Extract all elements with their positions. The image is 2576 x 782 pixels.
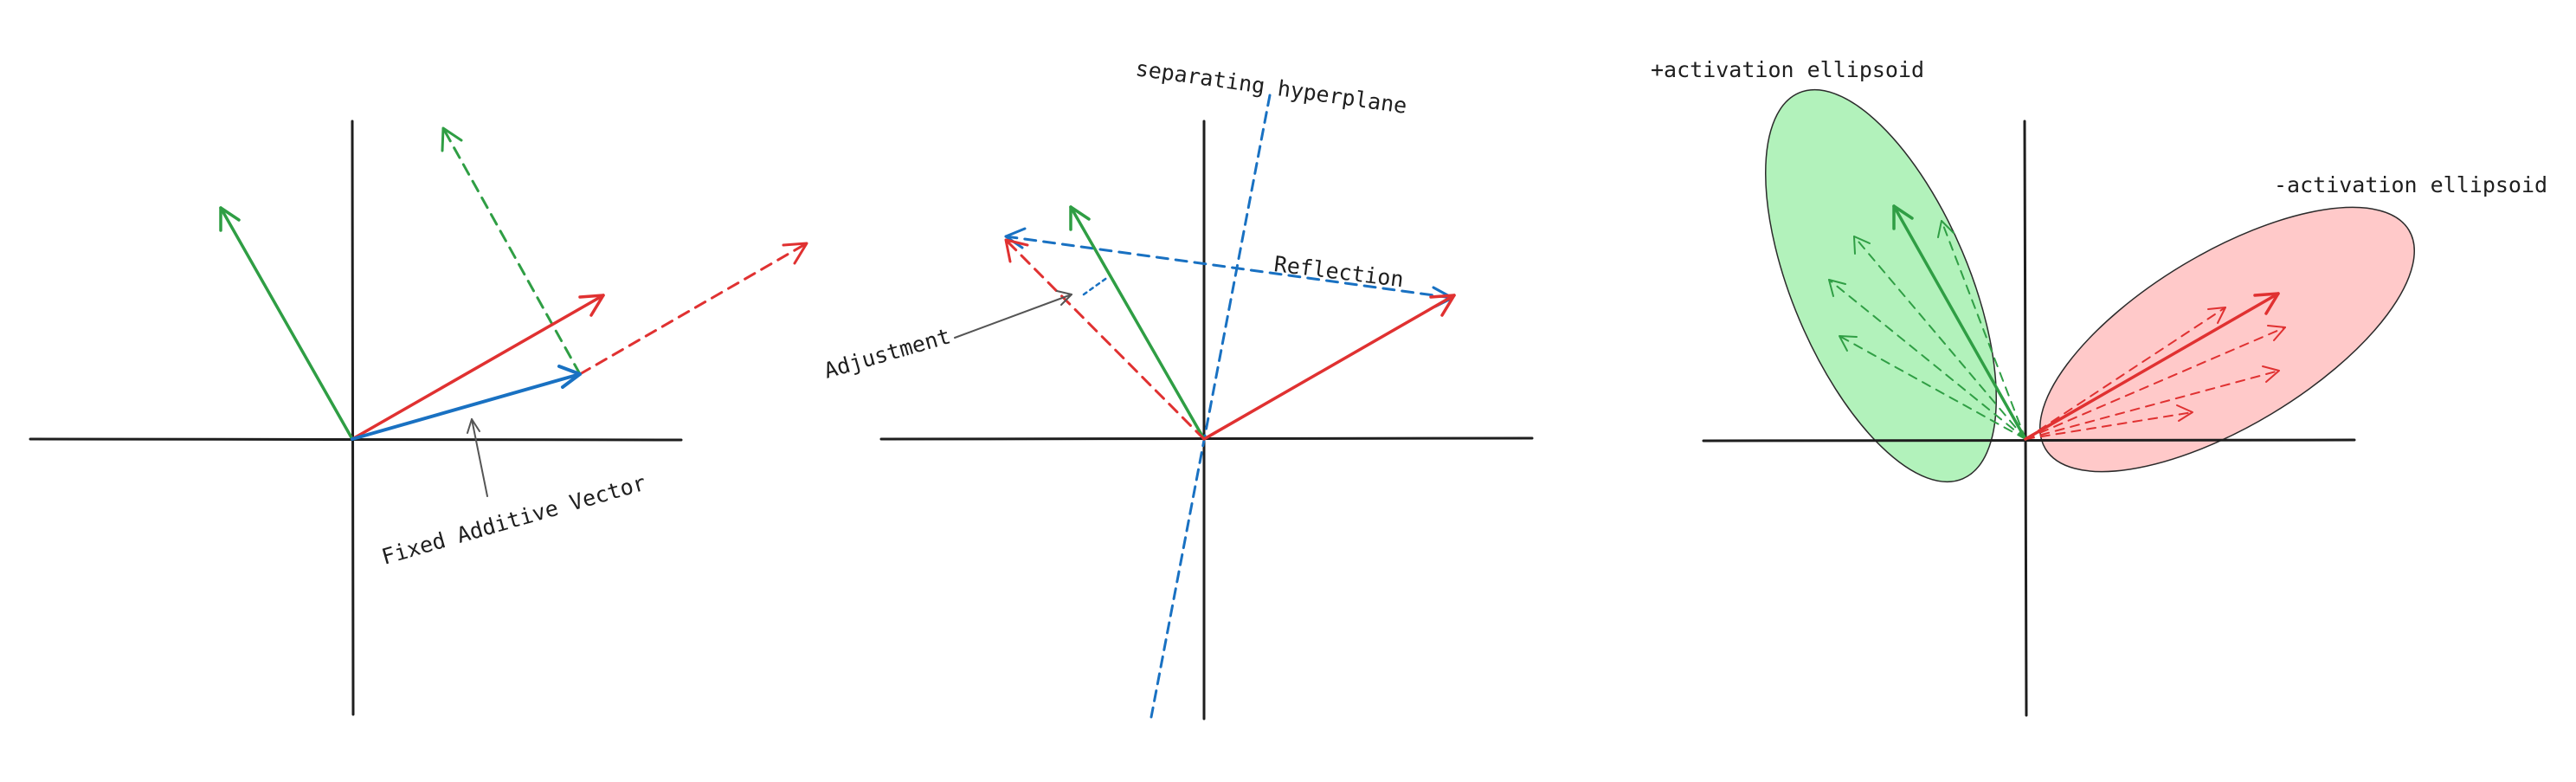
panel-additive-axes xyxy=(29,120,683,716)
green-vector-shifted xyxy=(441,126,582,376)
fixed-vector-pointer xyxy=(467,418,488,497)
panel-ellipsoids: +activation ellipsoid -activation ellips… xyxy=(1651,57,2547,717)
red-vector xyxy=(1202,294,1456,441)
separating-hyperplane-label: separating hyperplane xyxy=(1134,55,1408,119)
red-vector xyxy=(351,294,605,441)
y-axis xyxy=(2023,120,2028,717)
green-vector-arrowhead xyxy=(1069,205,1091,231)
separating-hyperplane xyxy=(1150,94,1272,719)
negative-mean-arrowhead xyxy=(2253,292,2280,315)
fixed-additive-vector-label: Fixed Additive Vector xyxy=(379,470,649,570)
positive-ellipsoid-label: +activation ellipsoid xyxy=(1651,57,1924,82)
reflection-label: Reflection xyxy=(1272,251,1405,292)
green-vector xyxy=(1069,205,1206,441)
perpendicular-connector xyxy=(1082,275,1110,296)
y-axis xyxy=(351,120,355,716)
fixed-additive-vector-arrowhead xyxy=(557,365,582,389)
red-vector-reflected-arrowhead xyxy=(1004,238,1029,263)
positive-mean-vector xyxy=(1892,204,2027,441)
red-vector-shifted-arrowhead xyxy=(782,242,808,265)
positive-mean-arrowhead xyxy=(1892,204,1914,230)
panel-ellipsoids-axes xyxy=(1702,120,2356,717)
positive-activation-ellipsoid xyxy=(1764,88,1998,483)
positive-sample-vectors xyxy=(1828,220,2026,440)
red-vector-arrowhead xyxy=(1429,294,1456,317)
green-vector-shifted-arrowhead xyxy=(441,126,463,152)
panel-reflection: separating hyperplane Reflection Adjustm… xyxy=(821,55,1534,721)
reflection-arrowhead-left xyxy=(1004,227,1027,249)
x-axis xyxy=(1702,438,2356,443)
panel-additive: Fixed Additive Vector xyxy=(29,120,808,716)
negative-mean-vector xyxy=(2024,292,2280,441)
red-vector-shifted xyxy=(578,242,808,376)
adjustment-label: Adjustment xyxy=(821,323,954,383)
red-vector-reflected xyxy=(1004,238,1206,441)
negative-ellipsoid-label: -activation ellipsoid xyxy=(2274,172,2547,197)
green-vector xyxy=(219,206,354,441)
red-vector-arrowhead xyxy=(578,294,605,317)
adjustment-pointer xyxy=(954,290,1072,339)
green-vector-arrowhead xyxy=(219,206,241,232)
negative-activation-ellipsoid xyxy=(2039,206,2415,473)
negative-sample-vectors xyxy=(2025,307,2286,440)
fixed-additive-vector xyxy=(351,365,582,441)
